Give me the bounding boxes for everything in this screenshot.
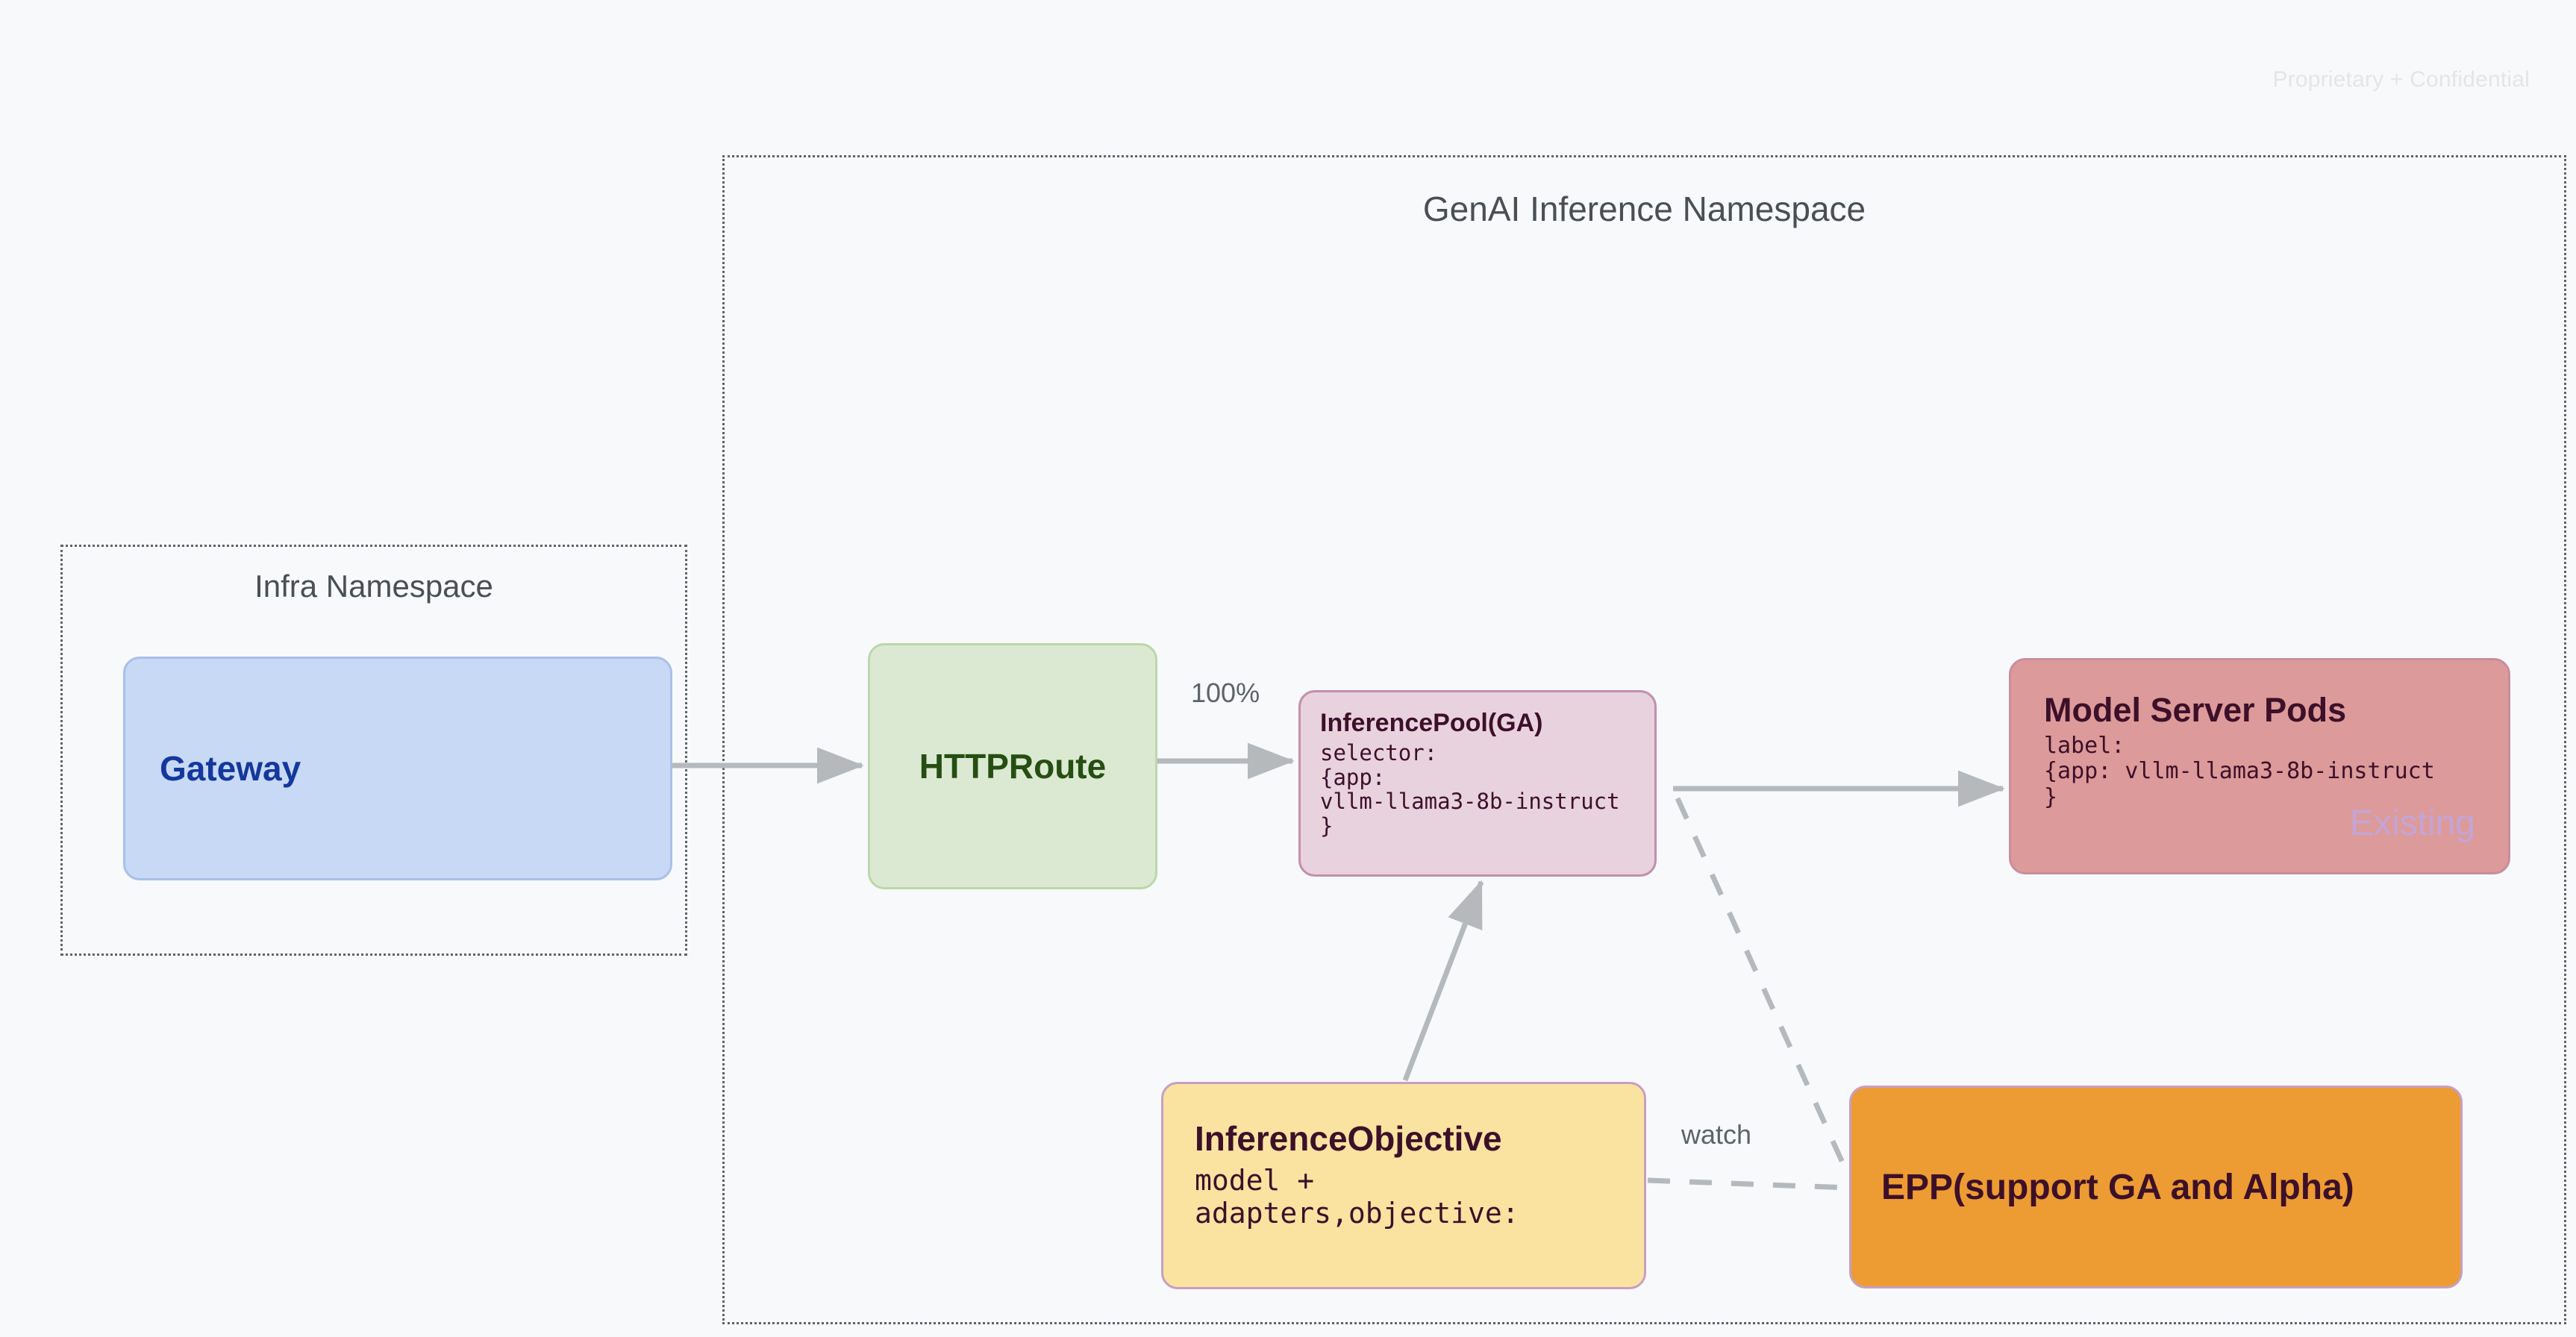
existing-stamp: Existing: [2349, 804, 2475, 843]
infra-namespace-container: [60, 545, 687, 956]
genai-namespace-title: GenAI Inference Namespace: [1422, 190, 1866, 228]
node-inference-objective-title: InferenceObjective: [1195, 1119, 1502, 1158]
node-epp-title: EPP(support GA and Alpha): [1881, 1167, 2354, 1207]
node-model-server-pods-body: label: {app: vllm-llama3-8b-instruct }: [2044, 732, 2435, 810]
infra-namespace-title: Infra Namespace: [254, 569, 493, 604]
node-epp[interactable]: EPP(support GA and Alpha): [1849, 1086, 2463, 1289]
edge-label-100-percent: 100%: [1191, 677, 1260, 708]
node-gateway-title: Gateway: [160, 749, 301, 788]
edge-label-watch: watch: [1681, 1119, 1752, 1150]
node-model-server-pods[interactable]: Model Server Pods label: {app: vllm-llam…: [2009, 658, 2510, 874]
node-inference-objective[interactable]: InferenceObjective model + adapters,obje…: [1161, 1082, 1646, 1289]
confidential-watermark: Proprietary + Confidential: [2272, 67, 2530, 92]
node-inference-pool-body: selector: {app: vllm-llama3-8b-instruct …: [1320, 740, 1620, 839]
node-inference-pool-title: InferencePool(GA): [1320, 709, 1543, 737]
node-inference-objective-body: model + adapters,objective:: [1195, 1163, 1519, 1230]
node-httproute[interactable]: HTTPRoute: [868, 643, 1157, 889]
node-httproute-title: HTTPRoute: [919, 747, 1107, 786]
node-gateway[interactable]: Gateway: [123, 657, 672, 880]
node-model-server-pods-title: Model Server Pods: [2044, 691, 2347, 729]
node-inference-pool[interactable]: InferencePool(GA) selector: {app: vllm-l…: [1298, 690, 1657, 877]
genai-namespace-container: [722, 155, 2566, 1324]
